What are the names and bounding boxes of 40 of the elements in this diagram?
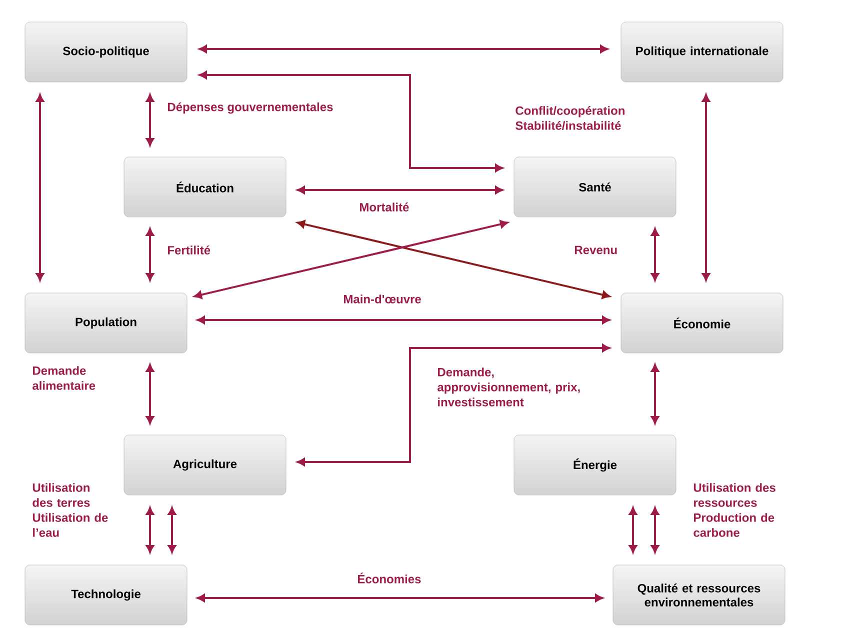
arrow	[297, 220, 610, 299]
process-box: Santé	[514, 156, 676, 218]
arrow	[146, 364, 154, 424]
arrow	[168, 507, 176, 553]
arrow	[651, 507, 659, 553]
process-box: Qualité et ressources environnementales	[612, 564, 786, 626]
arrow	[629, 507, 637, 553]
process-box: Population	[24, 292, 188, 354]
arrow	[146, 507, 154, 553]
arrow	[199, 45, 608, 53]
edge-label: Utilisation des terres Utilisation de l’eau	[32, 483, 108, 537]
process-box: Économie	[620, 292, 784, 354]
process-box: Technologie	[24, 564, 188, 626]
process-box: Socio-politique	[24, 22, 188, 82]
edge-label: Demande alimentaire	[32, 366, 96, 390]
arrow	[36, 94, 44, 281]
edge-label: Main-d'œuvre	[344, 294, 421, 304]
arrow	[146, 228, 154, 281]
edge-label: Mortalité	[360, 202, 409, 212]
arrow	[651, 364, 659, 424]
edge-label: Revenu	[575, 246, 617, 254]
note-text: Conflit/coopération Stabilité/instabilité	[516, 106, 624, 130]
edge-label: Économies	[358, 572, 421, 584]
arrow	[651, 228, 659, 281]
arrow	[146, 94, 154, 146]
edge-label: Dépenses gouvernementales	[168, 102, 333, 114]
process-box: Éducation	[124, 156, 286, 218]
arrow	[199, 71, 503, 172]
arrow	[197, 316, 610, 324]
arrow	[297, 186, 503, 194]
process-box: Énergie	[514, 434, 676, 496]
edge-label: Fertilité	[168, 246, 210, 254]
edge-label: Utilisation des ressources Production de carbone	[694, 483, 776, 537]
edge-label: Demande, approvisionnement, prix, investissement	[438, 368, 580, 406]
arrow	[194, 220, 508, 299]
arrow	[297, 344, 610, 466]
arrow	[197, 594, 603, 602]
process-box: Politique internationale	[620, 22, 784, 82]
process-box: Agriculture	[124, 434, 286, 496]
arrow	[702, 94, 710, 281]
